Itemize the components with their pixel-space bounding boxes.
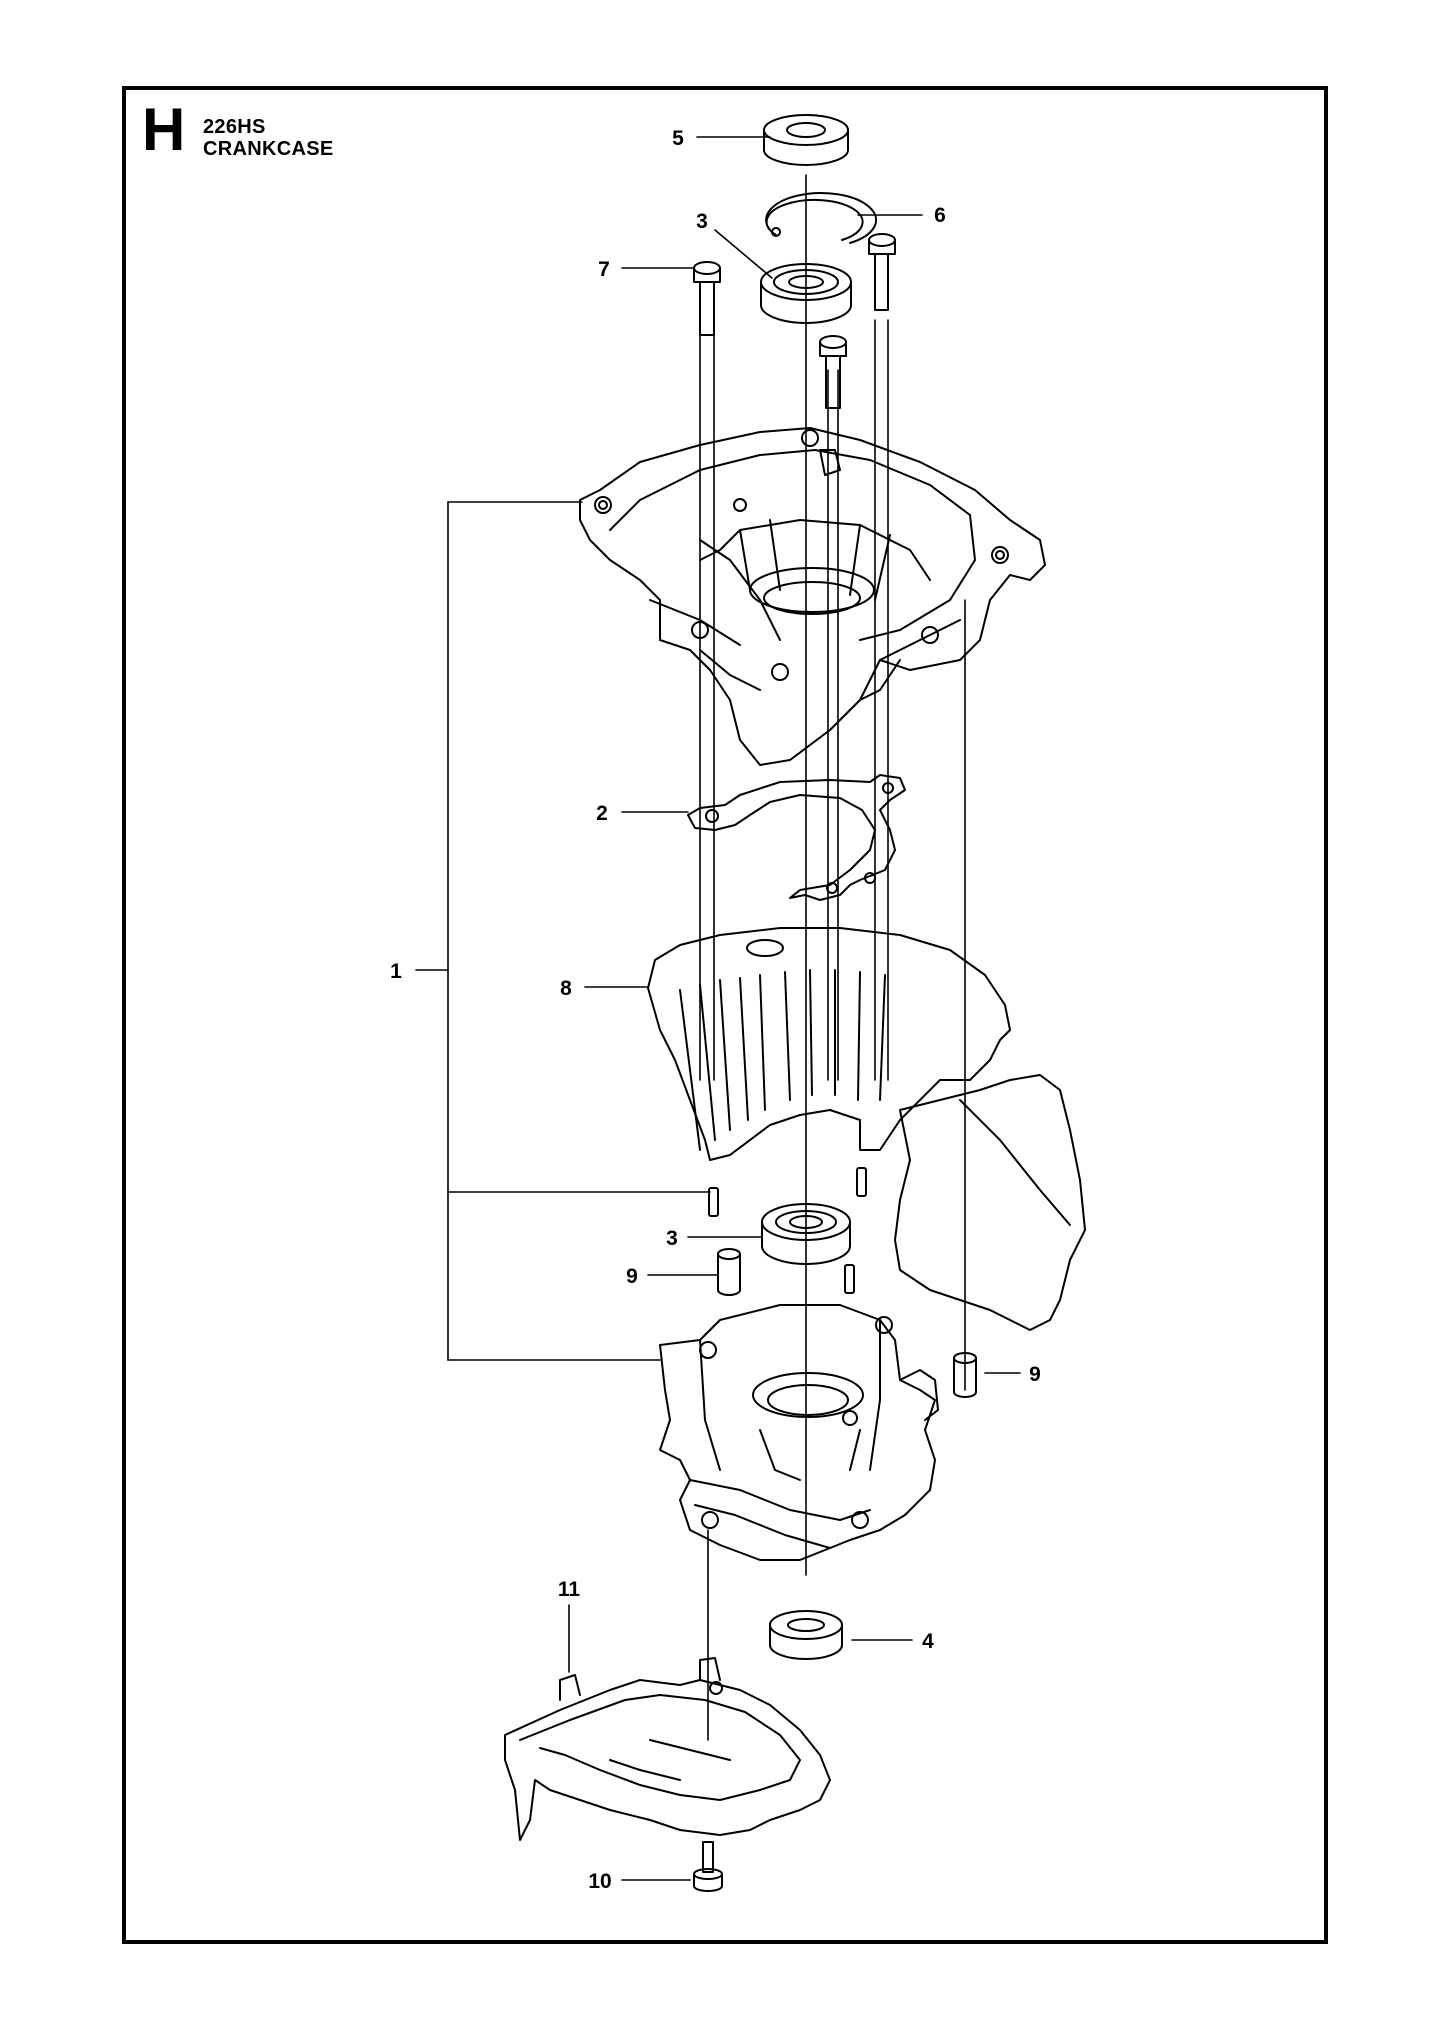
callout-5: 5	[672, 127, 684, 150]
callout-11: 11	[558, 1578, 581, 1601]
screw-part-10	[693, 1841, 723, 1892]
callout-4: 4	[922, 1630, 934, 1653]
callout-10: 10	[588, 1870, 611, 1893]
gasket-part-2	[687, 774, 906, 901]
callout-2: 2	[596, 802, 608, 825]
sleeve-part-9-right	[953, 1352, 977, 1398]
screw-part-7-left	[693, 261, 721, 336]
callout-8: 8	[560, 977, 572, 1000]
bottom-plate-part-11	[504, 1657, 831, 1841]
callout-1: 1	[390, 960, 402, 983]
bearing-part-3-lower	[761, 1203, 851, 1265]
callout-labels: 5 6 3 7 2 1 8 3 9 9 4 11 10	[390, 127, 1041, 1893]
diagram-title: CRANKCASE	[203, 138, 334, 160]
dowel-pins	[708, 1167, 867, 1294]
callout-3-upper: 3	[696, 210, 708, 233]
callout-3-lower: 3	[666, 1227, 678, 1250]
part-1-bracket	[415, 501, 711, 1361]
circlip-part-6	[765, 192, 878, 244]
callout-9-left: 9	[626, 1265, 638, 1288]
screw-part-7-right	[868, 233, 896, 311]
callout-7: 7	[598, 258, 610, 281]
sleeve-part-9-left	[717, 1248, 741, 1296]
bearing-part-3-upper	[760, 263, 852, 324]
model-name: 226HS	[203, 116, 266, 138]
seal-part-5	[763, 114, 849, 166]
callout-9-right: 9	[1029, 1363, 1041, 1386]
leader-lines	[568, 136, 1021, 1881]
shroud-part-8	[647, 927, 1086, 1331]
screw-part-7-center	[819, 335, 847, 409]
crankcase-upper-half	[579, 427, 1046, 766]
alignment-lines	[699, 174, 966, 1741]
drawing-frame	[122, 86, 1328, 1944]
crankcase-lower-half	[659, 1304, 939, 1561]
seal-part-4	[769, 1610, 843, 1660]
callout-6: 6	[934, 204, 946, 227]
section-letter: H	[142, 96, 186, 163]
